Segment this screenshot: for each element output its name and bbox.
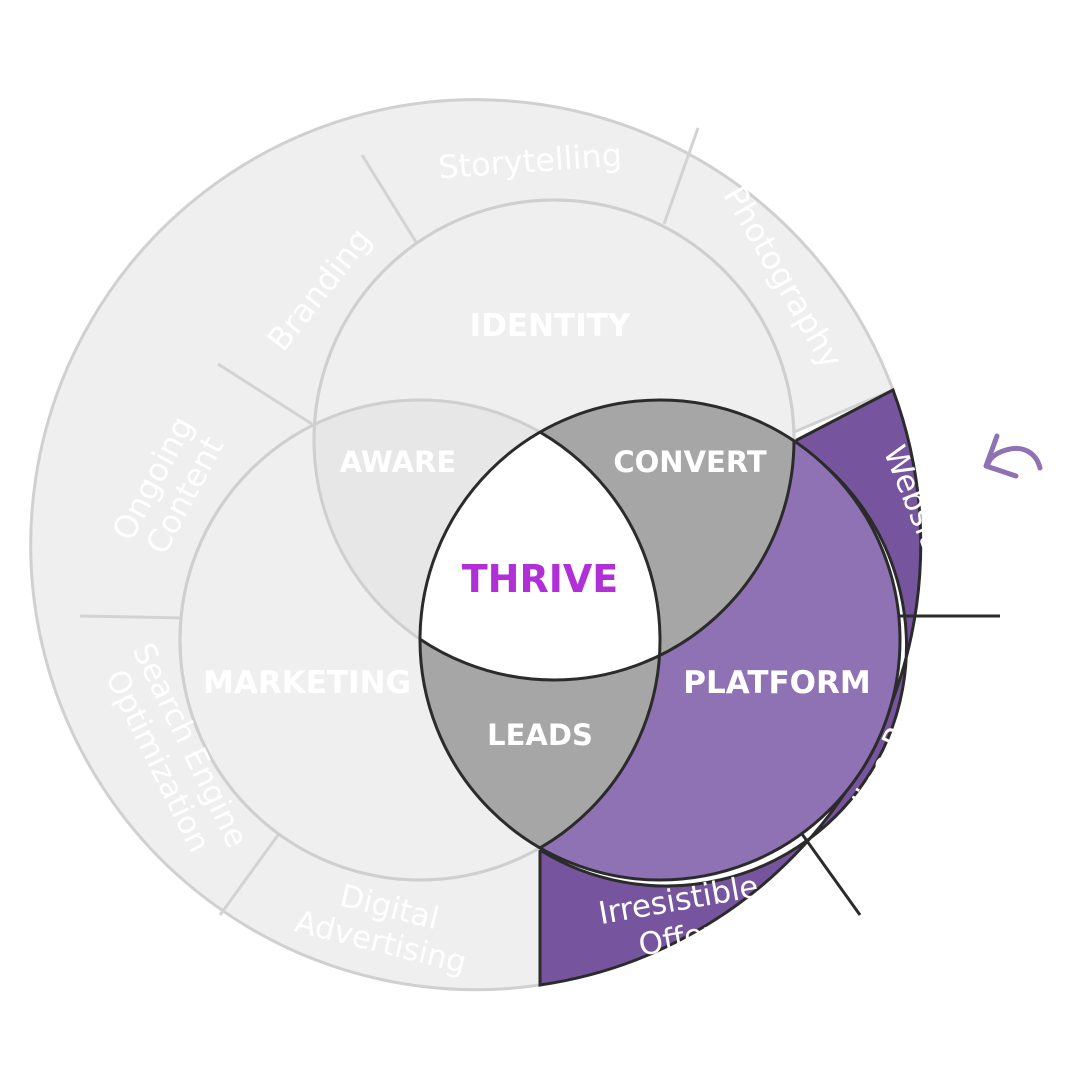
ring-divider: [360, 154, 418, 243]
leads-label: LEADS: [487, 718, 593, 752]
aware-label: AWARE: [340, 445, 456, 479]
thrive-center: [420, 400, 660, 680]
ring-divider: [662, 127, 700, 225]
thrive-label: THRIVE: [462, 557, 619, 601]
platform-outer-ring: [538, 387, 1000, 987]
ring-divider: [217, 362, 313, 426]
convert-label: CONVERT: [613, 445, 766, 479]
rotate-arrow-icon: [983, 433, 1043, 479]
ring-divider: [79, 614, 185, 620]
identity-label: IDENTITY: [470, 308, 631, 344]
marketing-label: MARKETING: [203, 665, 411, 701]
platform-ring-sector: [538, 387, 923, 987]
platform-label: PLATFORM: [683, 665, 870, 701]
ring-divider: [800, 833, 862, 916]
ring-divider: [218, 834, 280, 916]
